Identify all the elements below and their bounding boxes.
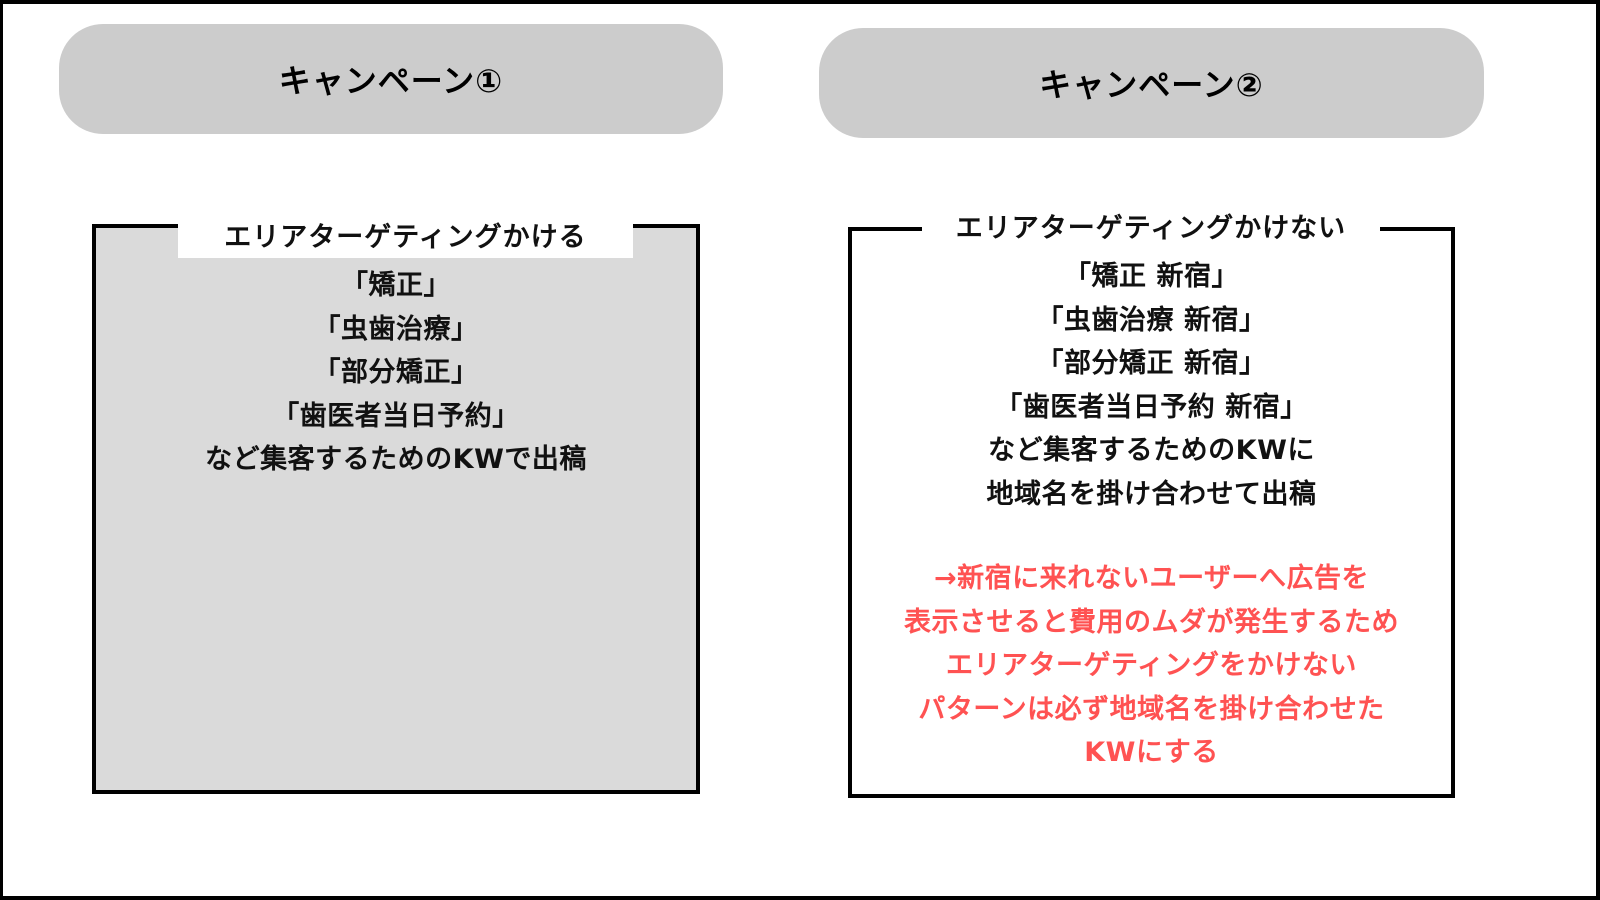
keyword-item: 「矯正 新宿」 xyxy=(1064,261,1239,292)
campaign-2-header: キャンペーン② xyxy=(819,28,1484,138)
note-line: エリアターゲティングをかけない xyxy=(946,650,1357,681)
campaign-1-keyword-list: 「矯正」 「虫歯治療」 「部分矯正」 「歯医者当日予約」 など集客するためのKW… xyxy=(96,264,696,482)
campaign-2-box-label: エリアターゲティングかけない xyxy=(922,209,1380,249)
campaign-2-title: キャンペーン② xyxy=(1039,66,1264,104)
note-line: →新宿に来れないユーザーへ広告を xyxy=(933,563,1370,594)
description-line: など集客するためのKWに xyxy=(988,435,1315,466)
keyword-item: 「歯医者当日予約 新宿」 xyxy=(995,391,1308,423)
campaign-1-header: キャンペーン① xyxy=(59,24,723,134)
campaign-1-box: エリアターゲティングかける 「矯正」 「虫歯治療」 「部分矯正」 「歯医者当日予… xyxy=(92,220,700,794)
description-line: など集客するためのKWで出稿 xyxy=(205,444,587,475)
keyword-item: 「矯正」 xyxy=(341,270,451,301)
keyword-item: 「虫歯治療」 xyxy=(313,313,479,345)
campaign-1-box-label: エリアターゲティングかける xyxy=(178,220,633,258)
campaign-2-box: エリアターゲティングかけない 「矯正 新宿」 「虫歯治療 新宿」 「部分矯正 新… xyxy=(848,209,1455,798)
note-line: 表示させると費用のムダが発生するため xyxy=(904,606,1399,638)
keyword-item: 「部分矯正 新宿」 xyxy=(1036,348,1267,379)
note-line: KWにする xyxy=(1084,737,1219,768)
description-line: 地域名を掛け合わせて出稿 xyxy=(986,478,1317,510)
keyword-item: 「虫歯治療 新宿」 xyxy=(1036,304,1267,336)
campaign-2-warning-note: →新宿に来れないユーザーへ広告を 表示させると費用のムダが発生するため エリアタ… xyxy=(852,557,1451,775)
keyword-item: 「部分矯正」 xyxy=(313,357,479,388)
keyword-item: 「歯医者当日予約」 xyxy=(272,400,520,432)
campaign-1-title: キャンペーン① xyxy=(278,62,504,100)
note-line: パターンは必ず地域名を掛け合わせた xyxy=(918,693,1385,725)
campaign-2-keyword-list: 「矯正 新宿」 「虫歯治療 新宿」 「部分矯正 新宿」 「歯医者当日予約 新宿」… xyxy=(852,255,1451,516)
